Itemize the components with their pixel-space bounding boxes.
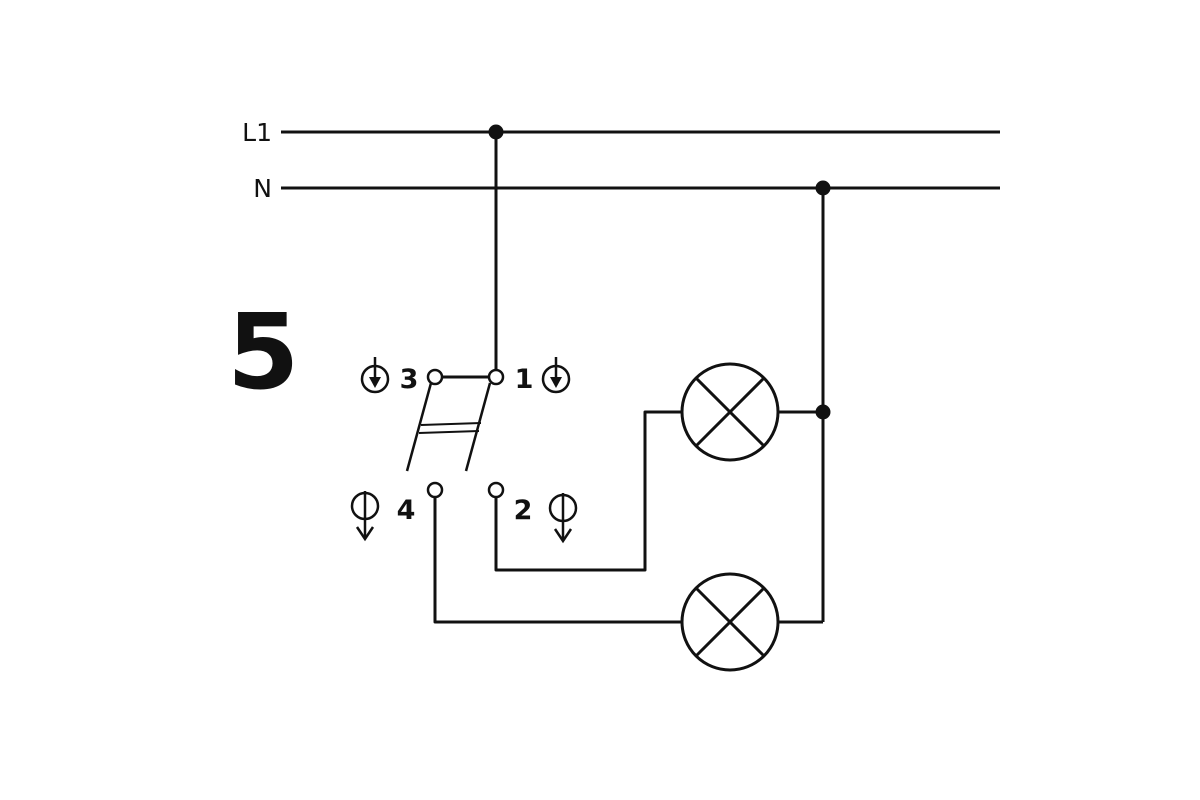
terminal-3-label: 3 — [400, 364, 419, 395]
lamp-cross-stroke — [694, 376, 766, 448]
junction-dot — [488, 124, 504, 140]
wire-terminal2-to-lamp1 — [494, 410, 682, 572]
lamp-cross-circle-icon — [680, 572, 780, 672]
terminal-1-contact — [487, 368, 505, 386]
terminal-3-contact — [426, 368, 444, 386]
junction-dot — [815, 180, 831, 196]
junction-dots — [488, 124, 831, 420]
power-lines — [281, 130, 1000, 190]
terminal-2-label: 2 — [514, 495, 533, 526]
junction-dot — [815, 404, 831, 420]
lamp-cross-circle-icon — [680, 362, 780, 462]
switch-lever-right — [464, 382, 492, 472]
arrow-head — [369, 377, 381, 388]
switch-lever-left — [405, 382, 433, 472]
wire-terminal4-to-lamp2 — [433, 497, 682, 624]
actuator-arrow-bottom-right — [548, 493, 578, 544]
actuator-arrow-top-left — [360, 357, 390, 394]
switch-mechanism — [405, 382, 492, 472]
lamp-2 — [680, 572, 780, 672]
lamp-cross-stroke — [694, 586, 766, 658]
arrow-head — [553, 528, 573, 544]
arrow-head — [550, 377, 562, 388]
terminal-1-label: 1 — [515, 364, 534, 395]
switch-coupling-bar — [420, 422, 482, 426]
l1-label: L1 — [242, 118, 272, 147]
switch-terminals — [426, 368, 505, 499]
actuator-arrow-bottom-left — [350, 491, 380, 542]
switch-coupling-bar — [418, 430, 480, 434]
lamp-1 — [680, 362, 780, 462]
terminal-2-contact — [487, 481, 505, 499]
actuator-arrow-top-right — [541, 357, 571, 394]
n-label: N — [253, 174, 272, 203]
terminal-4-contact — [426, 481, 444, 499]
arrow-head — [355, 526, 375, 542]
figure-number: 5 — [227, 291, 299, 413]
terminal-4-label: 4 — [397, 495, 416, 526]
